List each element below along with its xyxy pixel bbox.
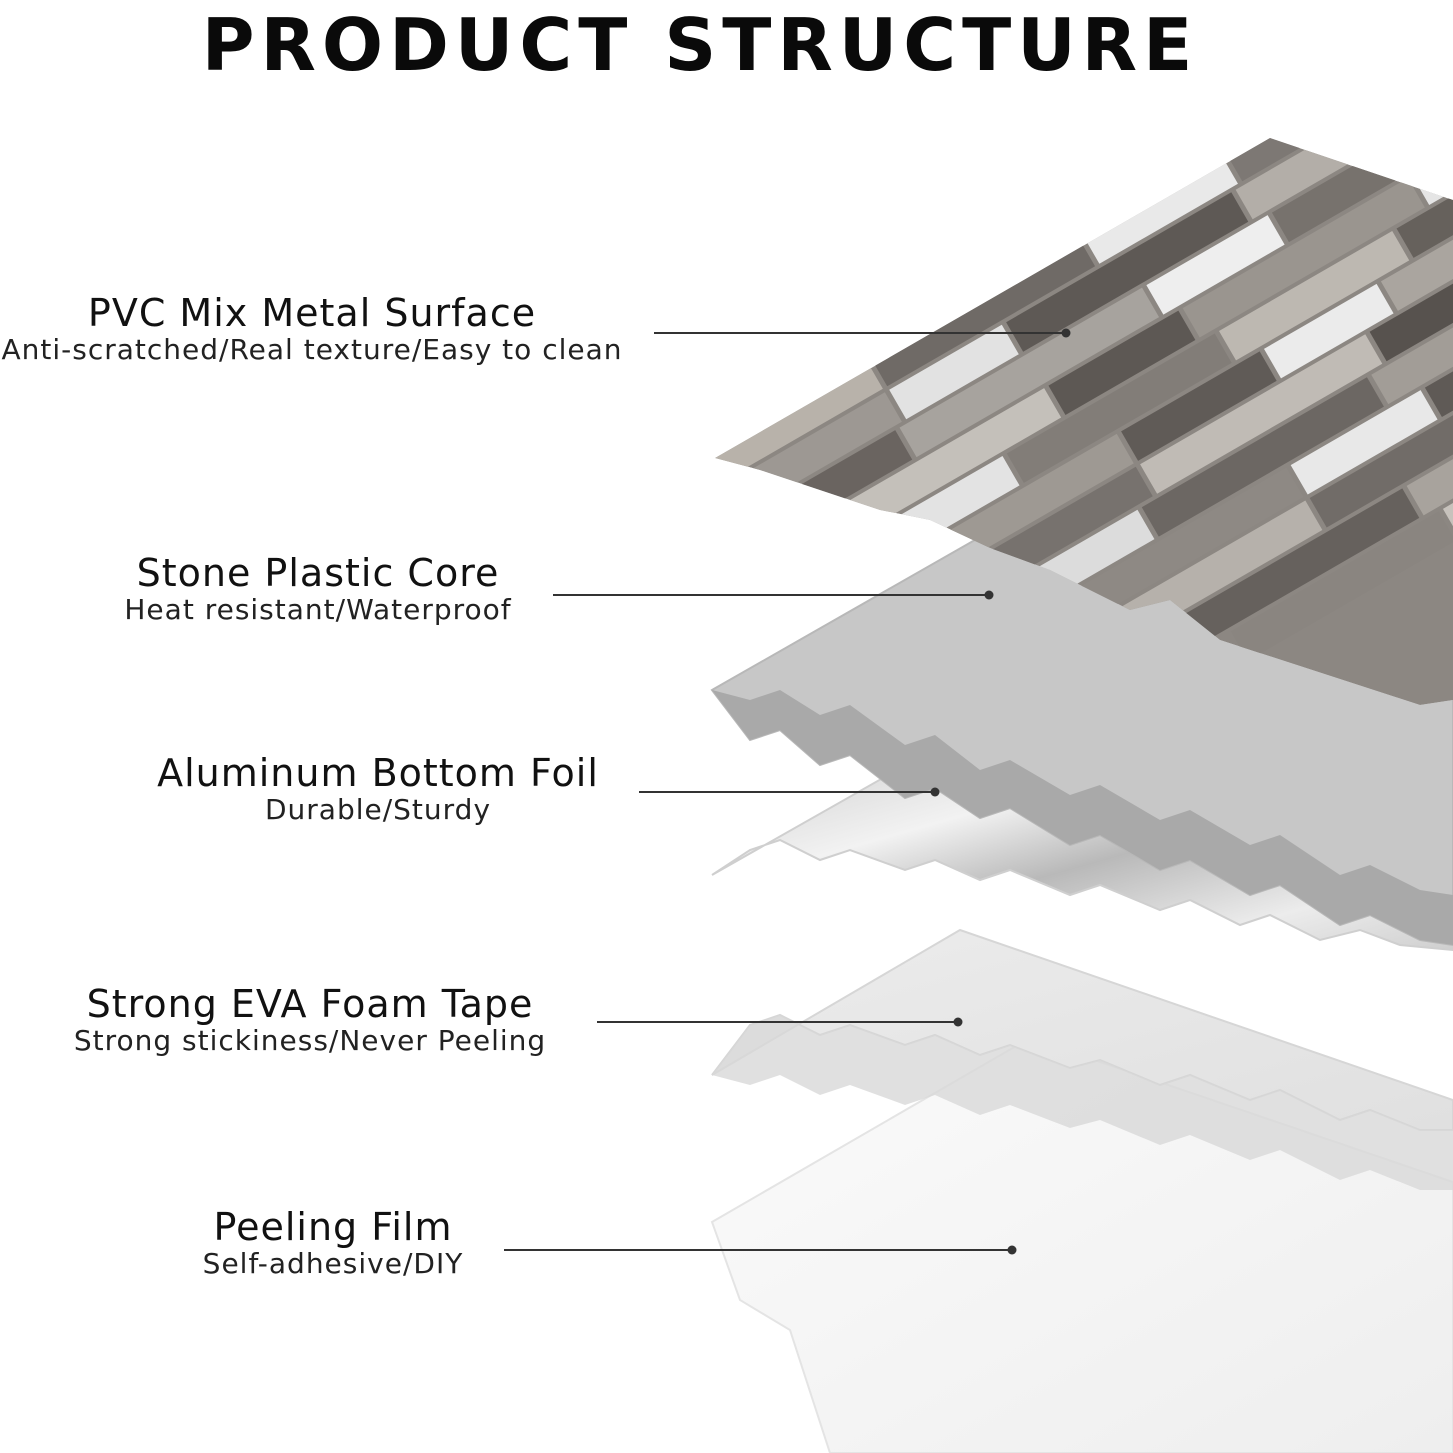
layer-description: Durable/Sturdy	[264, 793, 492, 826]
leader-dot-2	[984, 590, 994, 600]
layer-description: Anti-scratched/Real texture/Easy to clea…	[1, 333, 623, 366]
layer-name: Strong EVA Foam Tape	[86, 982, 534, 1026]
layer-name: Peeling Film	[213, 1205, 453, 1249]
leader-dot-1	[1061, 328, 1071, 338]
leader-dot-3	[930, 787, 940, 797]
layer-label-pvc-surface: PVC Mix Metal Surface Anti-scratched/Rea…	[0, 292, 624, 366]
layer-description: Heat resistant/Waterproof	[124, 593, 512, 626]
layer-name: PVC Mix Metal Surface	[87, 291, 537, 335]
leader-lines	[504, 328, 1071, 1255]
leader-dot-4	[953, 1017, 963, 1027]
layer-name: Aluminum Bottom Foil	[157, 751, 599, 795]
layer-label-eva-foam: Strong EVA Foam Tape Strong stickiness/N…	[70, 983, 550, 1057]
layer-description: Strong stickiness/Never Peeling	[73, 1024, 547, 1057]
layer-label-stone-core: Stone Plastic Core Heat resistant/Waterp…	[118, 552, 518, 626]
layer-description: Self-adhesive/DIY	[202, 1247, 464, 1280]
leader-dot-5	[1007, 1245, 1017, 1255]
layer-name: Stone Plastic Core	[136, 551, 500, 595]
page-title: PRODUCT STRUCTURE	[201, 3, 1199, 87]
layer-label-peeling-film: Peeling Film Self-adhesive/DIY	[180, 1206, 486, 1280]
foam-tape-layer	[711, 928, 1453, 1190]
layer-label-aluminum-foil: Aluminum Bottom Foil Durable/Sturdy	[148, 752, 608, 826]
